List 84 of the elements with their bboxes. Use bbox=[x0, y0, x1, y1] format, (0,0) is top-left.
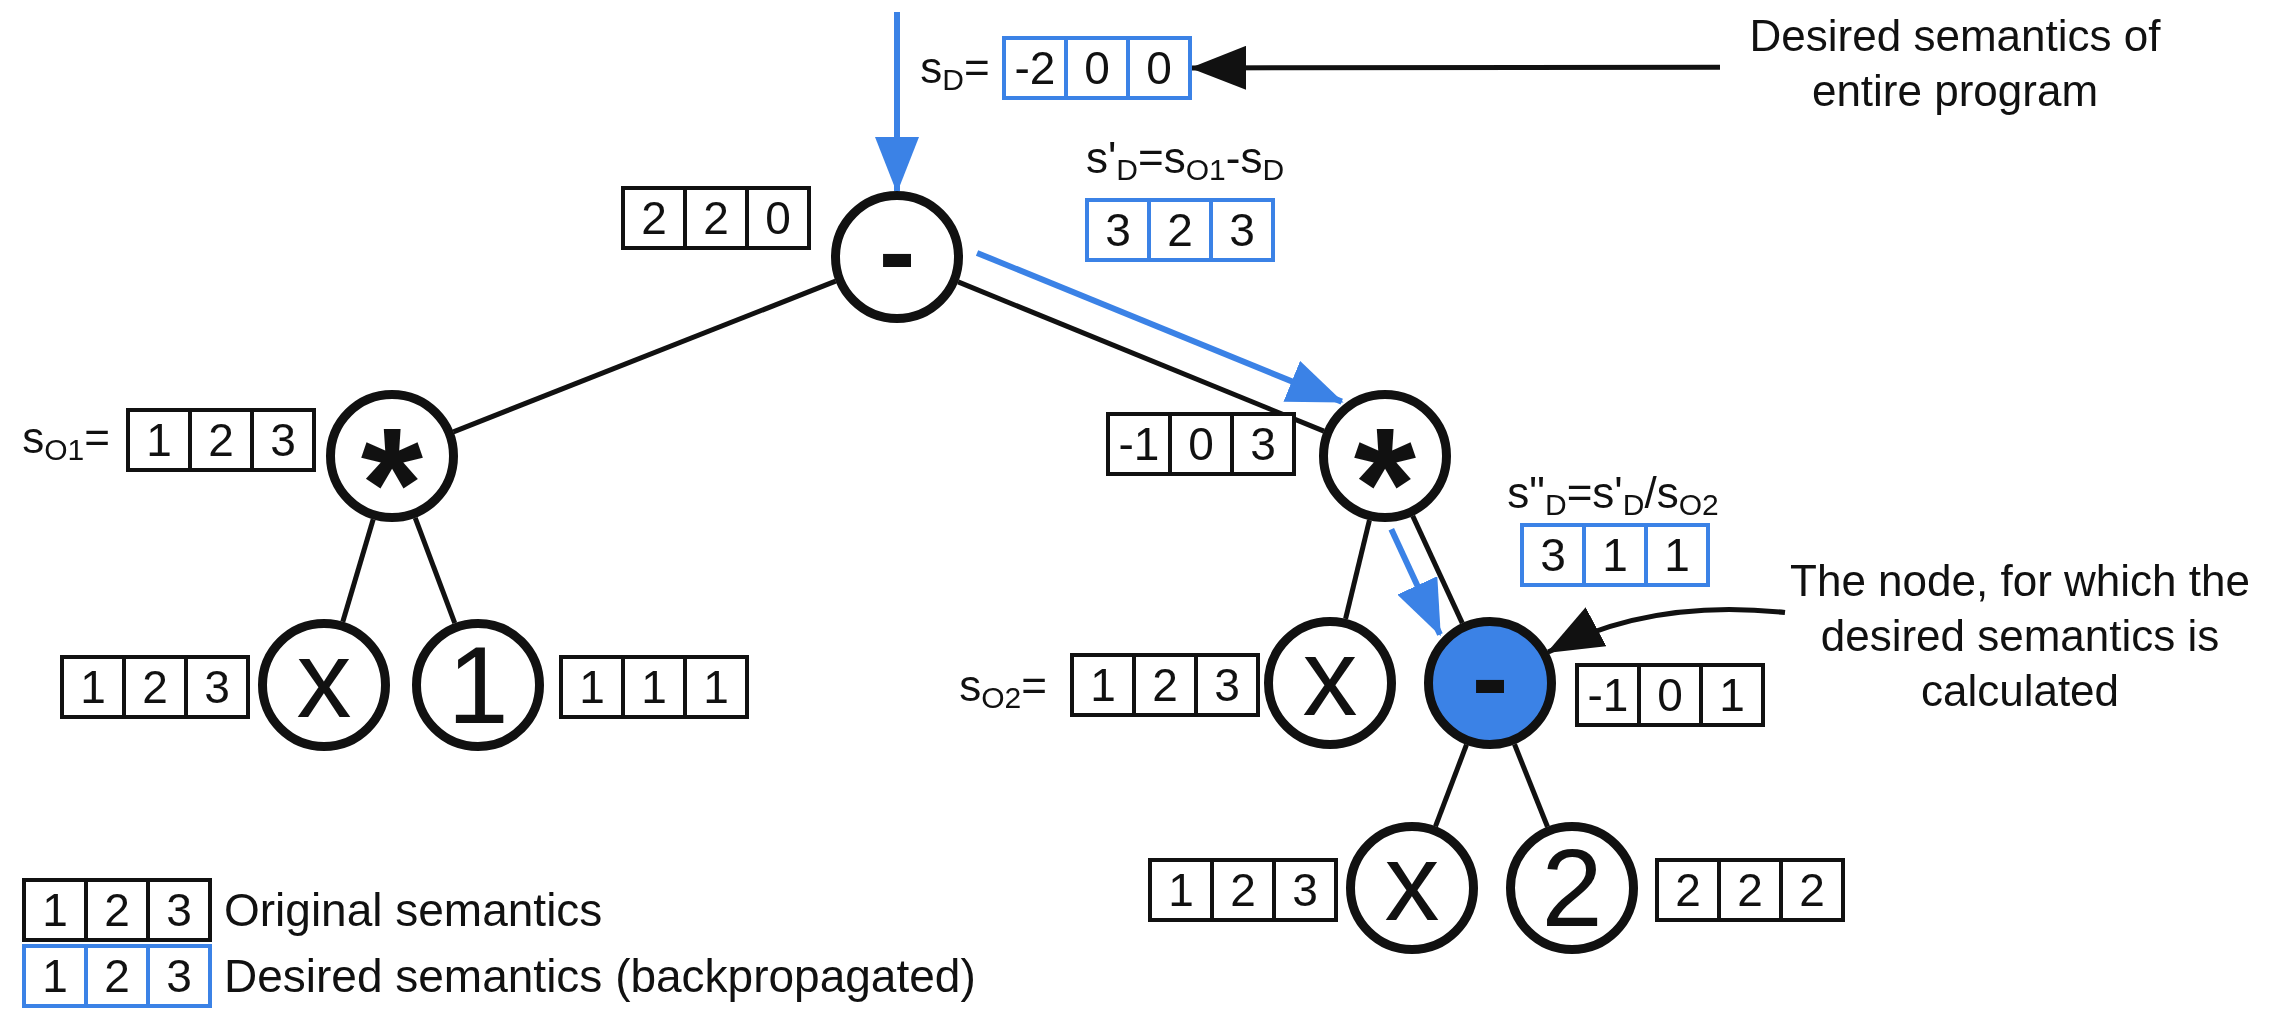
semantics-vector bbox=[1106, 412, 1296, 476]
semantics-vector bbox=[1575, 663, 1765, 727]
operator-node: - bbox=[831, 191, 963, 323]
vector-cell-text: 3 bbox=[1539, 528, 1567, 583]
vector-cell-text: 1 bbox=[41, 883, 69, 938]
vector-cell-text: 1 bbox=[578, 660, 606, 715]
formula-label: s$_{O2}$= bbox=[959, 660, 1047, 716]
vector-cell: 1 bbox=[1582, 527, 1644, 583]
highlighted-operator-node: - bbox=[1424, 617, 1556, 749]
vector-cell: 1 bbox=[1699, 667, 1761, 723]
vector-cell-text: 1 bbox=[145, 413, 173, 468]
vector-cell-text: 2 bbox=[1674, 863, 1702, 918]
semantics-vector bbox=[60, 655, 250, 719]
vector-cell: 2 bbox=[84, 948, 146, 1004]
vector-cell: 0 bbox=[1637, 667, 1699, 723]
constant-node: 2 bbox=[1506, 822, 1638, 954]
vector-cell: 2 bbox=[1779, 862, 1841, 918]
tree-edge bbox=[1343, 519, 1372, 620]
arrow bbox=[975, 250, 1344, 405]
vector-cell: 2 bbox=[188, 412, 250, 468]
tree-edge bbox=[1410, 514, 1465, 625]
vector-cell: 3 bbox=[1194, 657, 1256, 713]
tree-edge bbox=[1512, 743, 1550, 828]
vector-cell: 3 bbox=[1209, 202, 1271, 258]
vector-cell: 2 bbox=[122, 659, 184, 715]
formula-label: s$_{O1}$= bbox=[22, 412, 110, 468]
vector-cell: 3 bbox=[250, 412, 312, 468]
semantics-vector bbox=[126, 408, 316, 472]
vector-cell-text: 1 bbox=[1167, 863, 1195, 918]
annotation-text: The node, for which the desired semantics is calculated bbox=[1785, 553, 2255, 718]
legend-label: Desired semantics (backpropagated) bbox=[224, 949, 976, 1003]
vector-cell: 0 bbox=[1126, 40, 1188, 96]
vector-cell-text: 2 bbox=[640, 191, 668, 246]
constant-node: 1 bbox=[412, 619, 544, 751]
semantics-vector bbox=[1148, 858, 1338, 922]
vector-cell: 3 bbox=[184, 659, 246, 715]
vector-cell-text: 1 bbox=[1089, 658, 1117, 713]
tree-edge bbox=[452, 278, 837, 435]
vector-cell: 3 bbox=[1230, 416, 1292, 472]
vector-cell: 2 bbox=[683, 190, 745, 246]
vector-cell: 0 bbox=[1064, 40, 1126, 96]
operator-node: * bbox=[326, 390, 458, 522]
vector-cell: 0 bbox=[1168, 416, 1230, 472]
vector-cell: 2 bbox=[1132, 657, 1194, 713]
legend-label: Original semantics bbox=[224, 883, 603, 937]
vector-cell-text: -2 bbox=[1013, 41, 1057, 96]
vector-cell: 2 bbox=[84, 882, 146, 938]
semantics-vector bbox=[1085, 198, 1275, 262]
vector-cell: 1 bbox=[1644, 527, 1706, 583]
vector-cell: 3 bbox=[146, 948, 208, 1004]
vector-cell-text: 1 bbox=[41, 949, 69, 1004]
semantics-vector bbox=[1655, 858, 1845, 922]
semantics-vector bbox=[559, 655, 749, 719]
tree-edge bbox=[340, 518, 376, 623]
vector-cell-text: -1 bbox=[1117, 417, 1161, 472]
vector-cell: 2 bbox=[1717, 862, 1779, 918]
operator-node: * bbox=[1319, 390, 1451, 522]
semantics-vector bbox=[621, 186, 811, 250]
arrow bbox=[875, 12, 919, 193]
formula-label: s"$_{D}$=s'$_{D}$/s$_{O2}$ bbox=[1507, 467, 1719, 523]
tree-edge bbox=[412, 516, 458, 625]
vector-cell: 2 bbox=[1210, 862, 1272, 918]
leader-arrow bbox=[1546, 607, 1786, 655]
vector-cell-text: -1 bbox=[1586, 668, 1630, 723]
semantics-vector bbox=[1002, 36, 1192, 100]
arrow bbox=[1388, 527, 1443, 637]
semantics-vector bbox=[1520, 523, 1710, 587]
tree-edge bbox=[1433, 743, 1469, 828]
variable-node: x bbox=[258, 619, 390, 751]
tree-edge bbox=[957, 279, 1325, 434]
variable-node: x bbox=[1346, 822, 1478, 954]
semantics-vector bbox=[1070, 653, 1260, 717]
vector-cell: 3 bbox=[146, 882, 208, 938]
vector-cell: 2 bbox=[1147, 202, 1209, 258]
vector-cell-text: 1 bbox=[79, 660, 107, 715]
vector-cell: 0 bbox=[745, 190, 807, 246]
vector-cell: 3 bbox=[1272, 862, 1334, 918]
annotation-text: Desired semantics of entire program bbox=[1720, 8, 2190, 118]
vector-cell: 1 bbox=[683, 659, 745, 715]
vector-cell: 1 bbox=[621, 659, 683, 715]
variable-node: x bbox=[1264, 617, 1396, 749]
formula-label: s$_{D}$= bbox=[920, 42, 990, 98]
formula-label: s'$_{D}$=s$_{O1}$-s$_{D}$ bbox=[1085, 132, 1285, 188]
vector-cell-text: 3 bbox=[1104, 203, 1132, 258]
